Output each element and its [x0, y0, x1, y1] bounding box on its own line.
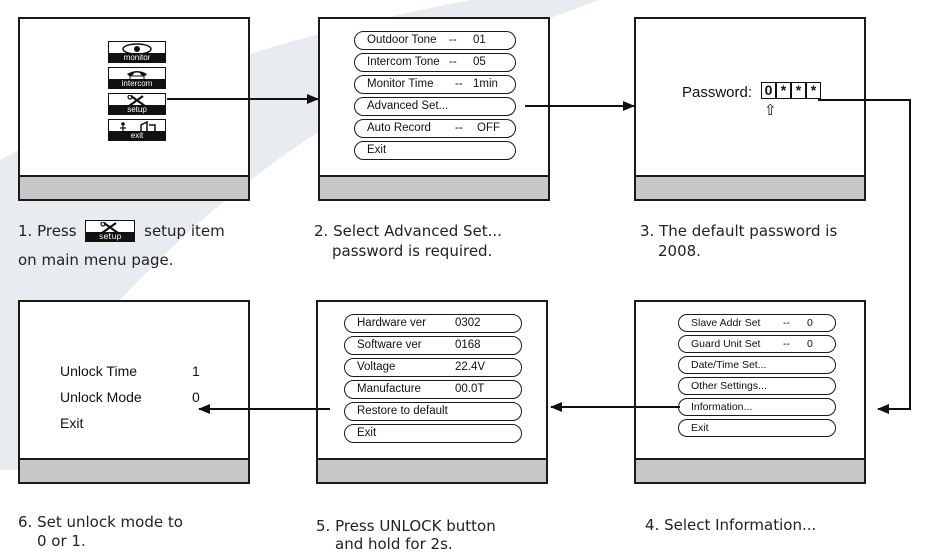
- screen-information-display: Hardware ver 0302 Software ver 0168 Volt…: [318, 302, 546, 460]
- menu-item-voltage[interactable]: Voltage 22.4V: [344, 358, 522, 377]
- screen-main-menu: monitor intercom setup exit: [18, 17, 250, 201]
- menu-item-manufacture[interactable]: Manufacture 00.0T: [344, 380, 522, 399]
- caption-step6-line1: 6. Set unlock mode to: [18, 513, 183, 531]
- caption-step1: 1. Press setup setup item: [18, 220, 225, 242]
- menu-item-monitor-time[interactable]: Monitor Time -- 1min: [354, 75, 516, 94]
- menu-item-label: Slave Addr Set: [691, 317, 761, 329]
- menu-item-value: 22.4V: [455, 361, 486, 373]
- menu-item-label: Software ver: [357, 339, 422, 351]
- screen-password-display: Password: 0 * * * ⇧: [636, 19, 864, 177]
- menu-item-restore-to-default[interactable]: Restore to default: [344, 402, 522, 421]
- caption-step1-pre: 1. Press: [18, 222, 77, 240]
- password-digit-4[interactable]: *: [806, 82, 821, 99]
- menu-item-exit[interactable]: Exit: [678, 419, 836, 437]
- caption-step1-line2: on main menu page.: [18, 251, 174, 269]
- menu-item-value: 0302: [455, 317, 481, 329]
- menu-item-date-time-set[interactable]: Date/Time Set...: [678, 356, 836, 374]
- unlock-mode-value: 0: [192, 389, 200, 405]
- screen-information: Hardware ver 0302 Software ver 0168 Volt…: [316, 300, 548, 484]
- menu-item-label: Guard Unit Set: [691, 338, 761, 350]
- menu-item-intercom-tone[interactable]: Intercom Tone -- 05: [354, 53, 516, 72]
- menu-item-slave-addr-set[interactable]: Slave Addr Set -- 0: [678, 314, 836, 332]
- menu-item-label: Date/Time Set...: [691, 359, 767, 371]
- menu-item-label: Monitor Time: [367, 78, 434, 90]
- menu-item-value: 1min: [473, 78, 498, 90]
- exit-icon-label: exit: [109, 131, 165, 140]
- menu-item-value: 05: [473, 56, 486, 68]
- menu-item-label: Restore to default: [357, 405, 448, 417]
- password-digit-2[interactable]: *: [776, 82, 791, 99]
- screen-password: Password: 0 * * * ⇧: [634, 17, 866, 201]
- screen-advanced-settings-display: Slave Addr Set -- 0 Guard Unit Set -- 0 …: [636, 302, 864, 460]
- screen-setup-menu: Outdoor Tone -- 01 Intercom Tone -- 05 M…: [318, 17, 550, 201]
- screen-advanced-settings: Slave Addr Set -- 0 Guard Unit Set -- 0 …: [634, 300, 866, 484]
- setup-icon: setup: [85, 220, 136, 242]
- menu-item-label: Exit: [367, 144, 387, 156]
- menu-item-separator: --: [455, 122, 463, 134]
- intercom-icon[interactable]: intercom: [108, 67, 166, 89]
- menu-item-auto-record[interactable]: Auto Record -- OFF: [354, 119, 516, 138]
- menu-item-label: Exit: [357, 427, 377, 439]
- menu-item-information[interactable]: Information...: [678, 398, 836, 416]
- unlock-exit-label[interactable]: Exit: [60, 415, 84, 431]
- menu-item-separator: --: [783, 338, 790, 350]
- menu-item-label: Information...: [691, 401, 753, 413]
- menu-item-value: 0: [807, 317, 813, 329]
- screen-unlock-settings-display: Unlock Time 1 Unlock Mode 0 Exit: [20, 302, 248, 460]
- caption-step5-line1: 5. Press UNLOCK button: [316, 517, 496, 535]
- menu-item-label: Auto Record: [367, 122, 431, 134]
- intercom-icon-label: intercom: [109, 79, 165, 88]
- menu-item-label: Advanced Set...: [367, 100, 449, 112]
- password-digit-3[interactable]: *: [791, 82, 806, 99]
- menu-item-value: 0: [807, 338, 813, 350]
- menu-item-value: 01: [473, 34, 486, 46]
- unlock-time-label[interactable]: Unlock Time: [60, 363, 138, 379]
- menu-item-label: Exit: [691, 422, 709, 434]
- exit-icon[interactable]: exit: [108, 119, 166, 141]
- caption-step3-line2: 2008.: [658, 242, 701, 260]
- caption-step5-line2: and hold for 2s.: [335, 535, 453, 553]
- menu-item-label: Intercom Tone: [367, 56, 440, 68]
- menu-item-label: Manufacture: [357, 383, 421, 395]
- password-digit-1[interactable]: 0: [761, 82, 776, 99]
- unlock-mode-label[interactable]: Unlock Mode: [60, 389, 142, 405]
- monitor-icon-label: monitor: [109, 53, 165, 62]
- menu-item-value: 00.0T: [455, 383, 485, 395]
- caption-step2-line2: password is required.: [332, 242, 493, 260]
- password-cursor-icon: ⇧: [764, 101, 777, 119]
- monitor-icon[interactable]: monitor: [108, 41, 166, 63]
- menu-item-advanced-set[interactable]: Advanced Set...: [354, 97, 516, 116]
- menu-item-separator: --: [449, 56, 457, 68]
- menu-item-label: Hardware ver: [357, 317, 427, 329]
- menu-item-label: Outdoor Tone: [367, 34, 437, 46]
- menu-item-label: Other Settings...: [691, 380, 767, 392]
- caption-step2-line1: 2. Select Advanced Set...: [314, 222, 502, 240]
- menu-item-label: Voltage: [357, 361, 396, 373]
- password-label: Password:: [682, 84, 753, 101]
- caption-step1-post: setup item: [144, 222, 225, 240]
- setup-icon[interactable]: setup: [108, 93, 166, 115]
- menu-item-separator: --: [449, 34, 457, 46]
- screen-main-menu-display: monitor intercom setup exit: [20, 19, 248, 177]
- menu-item-exit[interactable]: Exit: [354, 141, 516, 160]
- screen-unlock-settings: Unlock Time 1 Unlock Mode 0 Exit: [18, 300, 250, 484]
- menu-item-hardware-ver[interactable]: Hardware ver 0302: [344, 314, 522, 333]
- menu-item-separator: --: [783, 317, 790, 329]
- caption-step4-line1: 4. Select Information...: [645, 516, 817, 534]
- menu-item-software-ver[interactable]: Software ver 0168: [344, 336, 522, 355]
- setup-icon-caption-label: setup: [86, 232, 135, 241]
- menu-item-other-settings[interactable]: Other Settings...: [678, 377, 836, 395]
- screen-setup-menu-display: Outdoor Tone -- 01 Intercom Tone -- 05 M…: [320, 19, 548, 177]
- menu-item-separator: --: [455, 78, 463, 90]
- menu-item-outdoor-tone[interactable]: Outdoor Tone -- 01: [354, 31, 516, 50]
- menu-item-exit[interactable]: Exit: [344, 424, 522, 443]
- menu-item-value: OFF: [477, 122, 500, 134]
- setup-icon-label: setup: [109, 105, 165, 114]
- caption-step6-line2: 0 or 1.: [37, 532, 86, 550]
- caption-step3-line1: 3. The default password is: [640, 222, 838, 240]
- menu-item-value: 0168: [455, 339, 481, 351]
- menu-item-guard-unit-set[interactable]: Guard Unit Set -- 0: [678, 335, 836, 353]
- unlock-time-value: 1: [192, 363, 200, 379]
